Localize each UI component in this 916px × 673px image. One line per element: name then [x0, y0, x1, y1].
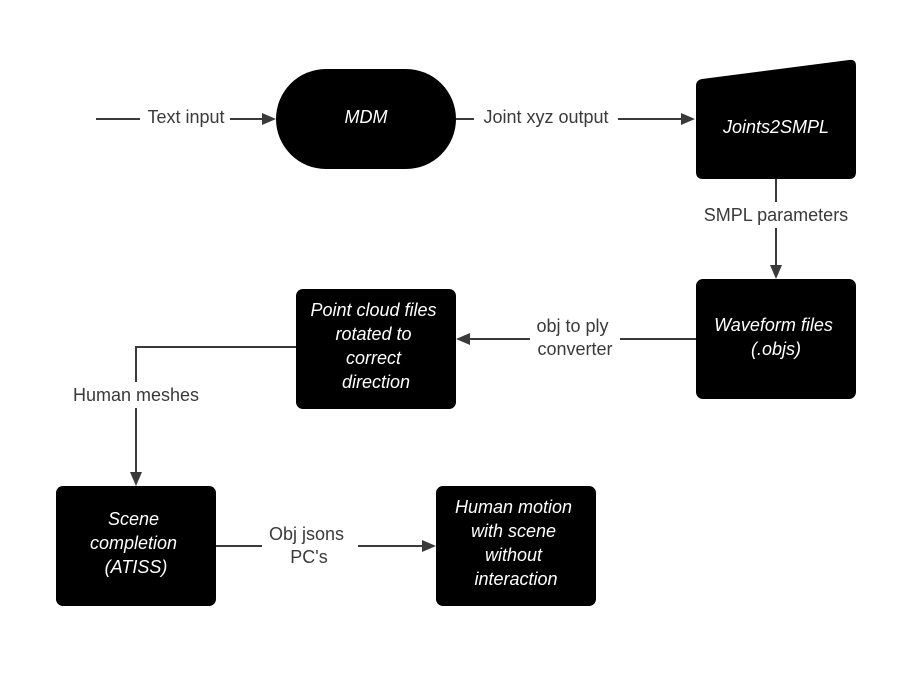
- edge-joint-xyz-label-bg: [474, 104, 618, 130]
- node-waveform-label: Waveform files (.objs): [714, 315, 838, 359]
- node-joints2smpl-label: Joints2SMPL: [722, 117, 829, 137]
- node-human-motion-shape: [436, 486, 596, 606]
- edge-joint-xyz-arrowhead: [681, 113, 695, 125]
- nodes: MDM Joints2SMPL Waveform files (.objs) P…: [56, 59, 856, 606]
- edge-text-input-label-bg: [140, 104, 230, 130]
- node-human-motion-label: Human motion with scene without interact…: [455, 497, 577, 589]
- edge-labels: Text input Joint xyz output SMPL paramet…: [62, 104, 858, 570]
- node-scene-label: Scene completion (ATISS): [90, 509, 182, 577]
- node-joints2smpl-shape: [696, 59, 856, 179]
- node-mdm-label: MDM: [345, 107, 388, 127]
- node-mdm-shape: [276, 69, 456, 169]
- edge-smpl-params-label: SMPL parameters: [704, 205, 848, 225]
- edge-human-meshes-label: Human meshes: [73, 385, 199, 405]
- edge-obj-to-ply-label: obj to ply converter: [536, 316, 613, 359]
- edge-obj-to-ply-label-bg: [530, 314, 620, 362]
- edge-human-meshes-label-bg: [62, 382, 210, 408]
- node-scene-shape: [56, 486, 216, 606]
- edge-obj-jsons-arrowhead: [422, 540, 436, 552]
- edge-text-input-arrowhead: [262, 113, 276, 125]
- edge-joint-xyz-label: Joint xyz output: [483, 107, 608, 127]
- edge-human-meshes-arrowhead: [130, 472, 142, 486]
- edge-smpl-params-arrowhead: [770, 265, 782, 279]
- edge-obj-to-ply-arrowhead: [456, 333, 470, 345]
- edge-smpl-params-label-bg: [694, 202, 858, 228]
- node-pointcloud-label: Point cloud files rotated to correct dir…: [310, 300, 441, 392]
- edge-obj-jsons-label: Obj jsons PC's: [269, 524, 349, 567]
- node-waveform-shape: [696, 279, 856, 399]
- node-pointcloud-shape: [296, 289, 456, 409]
- edge-text-input-label: Text input: [147, 107, 224, 127]
- edge-obj-jsons-label-bg: [262, 522, 358, 570]
- edge-human-meshes-line: [135, 346, 296, 472]
